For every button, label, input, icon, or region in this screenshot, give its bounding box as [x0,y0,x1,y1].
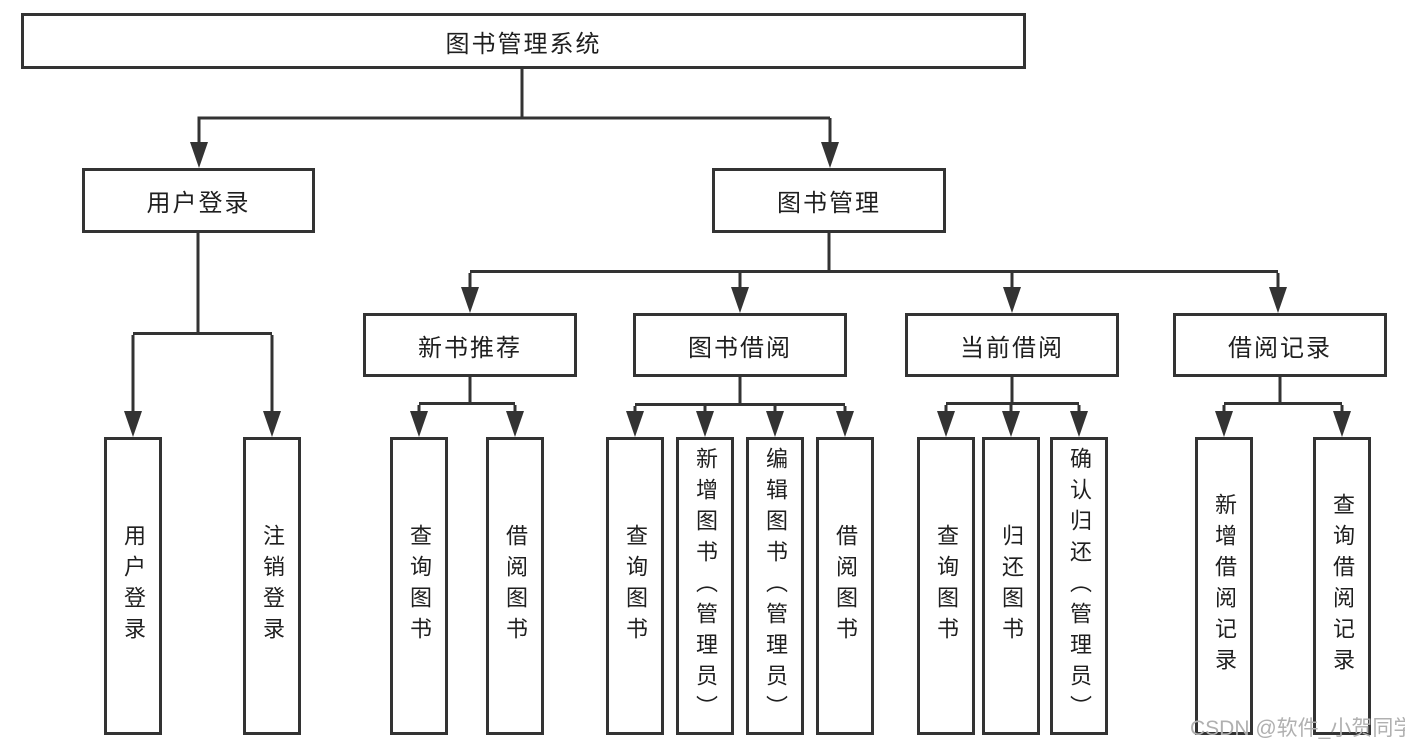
node-book-borrow-label: 图书借阅 [688,334,792,362]
leaf-logout: 注销登录 [243,437,301,735]
leaf-newbooks-query-label: 查询图书 [407,524,432,648]
leaf-newbooks-borrow-label: 借阅图书 [503,524,528,648]
leaf-current-query-label: 查询图书 [934,524,959,648]
leaf-current-return: 归还图书 [982,437,1040,735]
leaf-borrow-query-label: 查询图书 [623,524,648,648]
leaf-newbooks-query: 查询图书 [390,437,448,735]
node-borrow-records-label: 借阅记录 [1228,334,1332,362]
connector-borrow-branch [626,377,854,437]
leaf-records-query-label: 查询借阅记录 [1330,493,1355,679]
leaf-user-login-label: 用户登录 [121,524,146,648]
node-user-login: 用户登录 [82,168,315,233]
node-book-management-label: 图书管理 [777,190,881,217]
csdn-watermark: CSDN @软件_小贺同学 [1190,717,1405,740]
leaf-current-confirm-admin: 确认归还（管理员） [1050,437,1108,735]
leaf-current-query: 查询图书 [917,437,975,735]
connector-records-branch [1215,377,1351,437]
leaf-newbooks-borrow: 借阅图书 [486,437,544,735]
leaf-records-query: 查询借阅记录 [1313,437,1371,735]
node-current-borrow: 当前借阅 [905,313,1119,377]
connector-book-mgmt-to-level3 [461,233,1287,313]
node-borrow-records: 借阅记录 [1173,313,1387,377]
leaf-borrow-edit-admin-label: 编辑图书（管理员） [763,446,788,726]
node-book-management: 图书管理 [712,168,946,233]
connector-current-branch [937,377,1088,437]
node-user-login-label: 用户登录 [146,190,251,217]
leaf-borrow-add-admin: 新增图书（管理员） [676,437,734,735]
node-root-system: 图书管理系统 [21,13,1026,69]
node-current-borrow-label: 当前借阅 [960,334,1064,362]
leaf-borrow-add-admin-label: 新增图书（管理员） [693,446,718,726]
leaf-records-add-label: 新增借阅记录 [1212,493,1237,679]
leaf-borrow-query: 查询图书 [606,437,664,735]
node-new-book-recommend: 新书推荐 [363,313,577,377]
leaf-records-add: 新增借阅记录 [1195,437,1253,735]
connector-new-books-branch [410,377,524,437]
node-book-borrow: 图书借阅 [633,313,847,377]
leaf-borrow-borrow-label: 借阅图书 [833,524,858,648]
node-new-book-recommend-label: 新书推荐 [418,334,522,362]
leaf-borrow-borrow: 借阅图书 [816,437,874,735]
leaf-current-confirm-admin-label: 确认归还（管理员） [1067,446,1092,726]
connector-user-login-branch [124,233,281,437]
leaf-user-login: 用户登录 [104,437,162,735]
leaf-current-return-label: 归还图书 [999,524,1024,648]
node-root-label: 图书管理系统 [445,30,602,58]
leaf-logout-label: 注销登录 [260,524,285,648]
leaf-borrow-edit-admin: 编辑图书（管理员） [746,437,804,735]
connector-root-to-level2 [190,69,839,168]
